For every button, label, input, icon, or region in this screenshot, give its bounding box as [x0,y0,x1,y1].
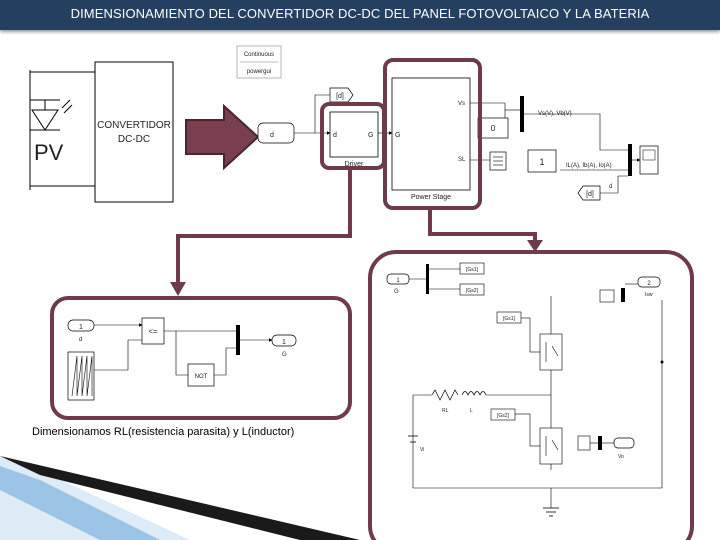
from-d-label: [d] [586,191,594,198]
top-model: Continuous powergui [d] d d G Driver G V… [237,46,658,201]
voltage-sensor-block[interactable] [578,436,590,450]
powergui-text-1: Continuous [244,52,274,58]
power-in-port: G [395,132,400,139]
driver-in-port: d [333,132,337,139]
lower-switch-block[interactable] [540,428,562,464]
power-stage-label: Power Stage [411,194,451,201]
sawtooth-block[interactable] [68,352,94,400]
mux-block-2 [628,144,632,176]
current-sensor-block[interactable] [600,290,614,302]
mux-block-1 [520,96,524,132]
driver-mux-block [236,325,240,355]
power-sl-port: SL [458,157,466,163]
slide-title: DIMENSIONAMIENTO DEL CONVERTIDOR DC-DC D… [0,0,720,30]
driver-in-label: d [79,337,82,343]
power-out-2-label: Isw [645,292,653,298]
power-in-g-label: G [394,289,399,295]
not-label: NOT [195,374,208,380]
constant-value: 1 [539,157,544,167]
from-gs1-label: [Gs1] [503,316,516,322]
overview-diagram: PV CONVERTIDOR DC-DC [30,62,173,202]
display-value: 0 [491,124,496,133]
diagram-canvas: PV CONVERTIDOR DC-DC Continuous powergui… [0,30,720,540]
pv-label: PV [34,140,64,165]
converter-label-2: DC-DC [118,134,150,145]
vo-mux [598,436,602,450]
input-d-block[interactable] [258,123,294,143]
driver-out-port: G [368,132,373,139]
signal-d-label: d [609,184,612,190]
vo-out-block[interactable] [614,438,634,448]
right-arrow-icon [186,106,258,168]
pv-panel-icon [30,100,72,130]
input-d-label: d [270,132,274,139]
relop-label: <= [148,327,158,336]
caption-text: Dimensionamos RL(resistencia parasita) y… [32,426,294,438]
goto-gs2-label: [Gs2] [466,288,479,294]
power-detail-frame [370,252,692,540]
goto-d-label: [d] [336,93,344,100]
driver-connector-arrow [170,168,350,296]
l-label: L [470,408,473,414]
signal-label-2: IL(A), Ib(A), Io(A) [566,163,612,169]
upper-switch-block[interactable] [540,334,562,370]
driver-in-number: 1 [79,324,83,331]
converter-block [95,62,173,202]
power-vs-port: Vs [458,101,465,107]
converter-label: CONVERTIDOR [97,120,171,131]
driver-out-number: 1 [282,339,286,346]
from-gs2-label: [Gs2] [497,413,510,419]
power-out-2-block [621,288,625,302]
driver-out-label: G [282,352,287,358]
powergui-text-2: powergui [247,69,271,75]
vi-label: Vi [420,447,424,453]
power-stage-block[interactable] [392,78,470,190]
driver-detail-frame [52,298,350,418]
power-connector-arrow [430,208,543,252]
rl-label: RL [442,408,449,414]
goto-gs1-label: [Gs1] [466,267,479,273]
vo-label: Vo [618,454,624,460]
power-demux-block [426,264,429,294]
